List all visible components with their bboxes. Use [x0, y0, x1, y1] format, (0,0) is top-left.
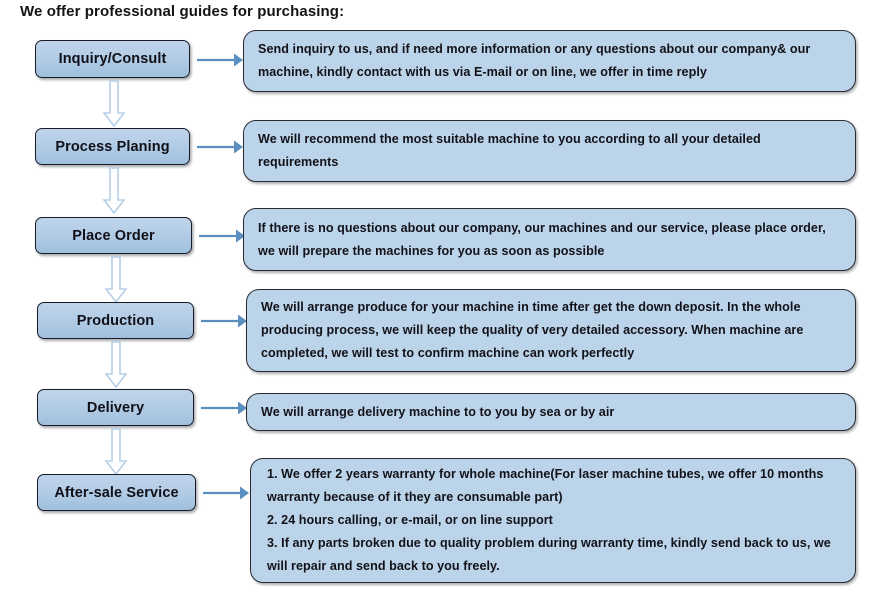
stage-box-after-sale-service[interactable]: After-sale Service [37, 474, 196, 511]
stage-label: After-sale Service [54, 484, 179, 501]
detail-box-delivery: We will arrange delivery machine to to y… [246, 393, 856, 431]
stage-box-place-order[interactable]: Place Order [35, 217, 192, 254]
detail-box-inquiry-consult: Send inquiry to us, and if need more inf… [243, 30, 856, 92]
detail-box-production: We will arrange produce for your machine… [246, 289, 856, 372]
stage-label: Delivery [86, 399, 145, 416]
detail-box-place-order: If there is no questions about our compa… [243, 208, 856, 271]
stage-label: Production [76, 312, 155, 329]
stage-label: Inquiry/Consult [58, 51, 167, 67]
arrow-right-icon [197, 53, 243, 67]
arrow-right-icon [201, 314, 247, 328]
stage-box-production[interactable]: Production [37, 302, 194, 339]
detail-text: If there is no questions about our compa… [258, 220, 826, 258]
arrow-right-icon [201, 401, 247, 415]
list-item: 2. 24 hours calling, or e-mail, or on li… [267, 513, 553, 527]
detail-box-after-sale-service: 1. We offer 2 years warranty for whole m… [250, 458, 856, 583]
connector-arrow-down-icon [104, 428, 128, 476]
stage-box-process-planing[interactable]: Process Planing [35, 128, 190, 165]
page-title: We offer professional guides for purchas… [20, 3, 345, 20]
stage-box-inquiry-consult[interactable]: Inquiry/Consult [35, 40, 190, 78]
detail-text: We will arrange produce for your machine… [261, 300, 804, 360]
detail-text: We will recommend the most suitable mach… [258, 132, 761, 169]
arrow-right-icon [203, 486, 249, 500]
detail-text: We will arrange delivery machine to to y… [261, 404, 615, 419]
stage-label: Process Planing [55, 138, 170, 155]
stage-label: Place Order [72, 227, 155, 244]
connector-arrow-down-icon [102, 80, 126, 128]
connector-arrow-down-icon [102, 167, 126, 215]
detail-text: Send inquiry to us, and if need more inf… [258, 42, 811, 79]
detail-box-process-planing: We will recommend the most suitable mach… [243, 120, 856, 182]
stage-box-delivery[interactable]: Delivery [37, 389, 194, 426]
arrow-right-icon [199, 229, 245, 243]
connector-arrow-down-icon [104, 256, 128, 304]
connector-arrow-down-icon [104, 341, 128, 389]
arrow-right-icon [197, 140, 243, 154]
detail-list: 1. We offer 2 years warranty for whole m… [267, 463, 839, 578]
list-item: 3. If any parts broken due to quality pr… [267, 536, 831, 573]
list-item: 1. We offer 2 years warranty for whole m… [267, 467, 824, 504]
